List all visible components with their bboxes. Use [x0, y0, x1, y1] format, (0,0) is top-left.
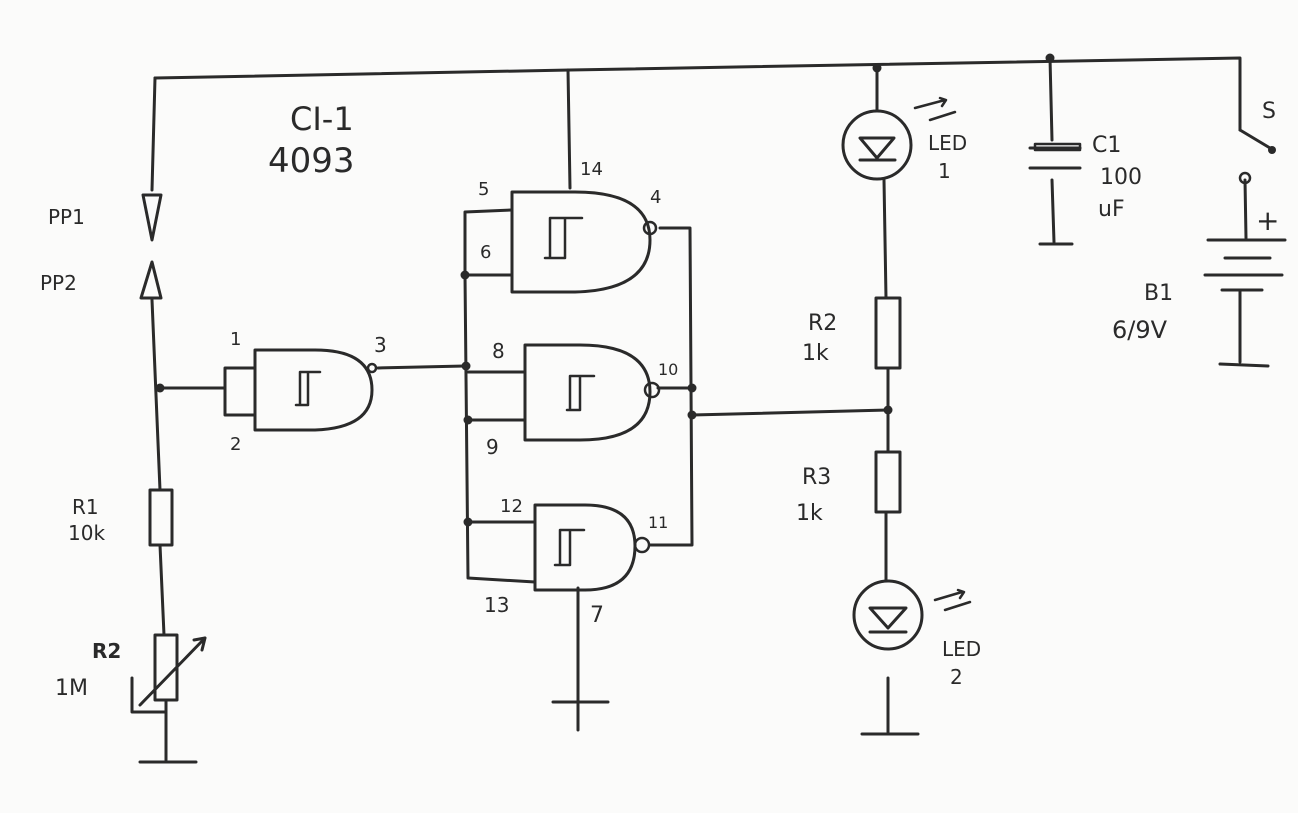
junction-dot [461, 361, 471, 371]
gate3-input-wire [466, 370, 527, 422]
r1-pot-wire [158, 543, 166, 637]
junction-dot [872, 63, 882, 73]
led2-name-label: LED [942, 637, 981, 661]
pin-label: 2 [230, 434, 241, 455]
led1-num-label: 1 [938, 159, 951, 183]
nand-gate-1 [253, 348, 378, 432]
pin-label: 4 [650, 187, 661, 208]
pp1-feed-wire [150, 76, 157, 192]
r1-value-label: 10k [68, 521, 105, 545]
pin14-wire [566, 68, 572, 190]
pin-label: 6 [480, 242, 491, 263]
pin-label: 12 [500, 496, 523, 517]
c1-feed-wire [1048, 56, 1054, 142]
pot-name-label: R2 [92, 639, 121, 663]
pin-label: 5 [478, 179, 489, 200]
junctions [155, 53, 1055, 527]
r2-name-label: R2 [808, 311, 837, 336]
gate1-output-wire [376, 364, 467, 370]
junction-dot [460, 270, 470, 280]
battery-b1 [1203, 238, 1287, 292]
capacitor-c1 [1028, 142, 1082, 170]
r1-name-label: R1 [72, 495, 99, 519]
gate1-input-tie [223, 366, 257, 417]
pin-label: 9 [486, 435, 499, 459]
pot-ground-wire [138, 698, 198, 764]
switch-s [1238, 128, 1276, 185]
nand-gate-3 [523, 343, 661, 442]
battery-plus-wire [1243, 178, 1248, 240]
resistor-r2 [874, 296, 902, 370]
nand-gate-4 [533, 503, 651, 592]
ic-part-label: 4093 [268, 141, 355, 181]
output-to-leds-wire [690, 408, 890, 417]
resistor-r1 [148, 488, 174, 547]
input-bus-wire [463, 273, 537, 584]
pin-label: 3 [374, 333, 387, 357]
r3-name-label: R3 [802, 465, 831, 490]
led2-ground-wire [860, 676, 920, 736]
pin-label: 13 [484, 593, 509, 617]
c1-unit-label: uF [1098, 197, 1125, 222]
ic-name-label: CI-1 [290, 100, 354, 138]
led1-name-label: LED [928, 131, 967, 155]
battery-minus-wire [1218, 288, 1270, 368]
pin7-ground-wire [551, 586, 610, 732]
junction-dot [687, 383, 697, 393]
led-1 [841, 96, 957, 181]
pin-label: 14 [580, 159, 603, 180]
pp2-r1-wire [150, 298, 162, 492]
battery-plus-label: + [1256, 204, 1279, 237]
pp1-label: PP1 [48, 205, 85, 229]
c1-name-label: C1 [1092, 133, 1121, 158]
pin-label: 1 [230, 329, 241, 350]
junction-dot [883, 405, 893, 415]
resistor-r3 [874, 450, 902, 514]
pot-value-label: 1M [55, 676, 88, 701]
r2-value-label: 1k [802, 341, 829, 366]
junction-dot [687, 410, 697, 420]
pin-label: 8 [492, 339, 505, 363]
potentiometer-r2 [138, 633, 207, 707]
junction-dot [463, 415, 473, 425]
junction-dot [1045, 53, 1055, 63]
junction-dot [155, 383, 165, 393]
probe-pp2 [139, 260, 163, 300]
pin-label: 10 [658, 360, 678, 379]
junction-dot [463, 517, 473, 527]
nand-gate-2 [510, 190, 658, 294]
probe-pp1 [141, 193, 163, 242]
positive-rail-wire [153, 56, 1242, 132]
r3-value-label: 1k [796, 501, 823, 526]
led2-num-label: 2 [950, 665, 963, 689]
led-2 [852, 579, 972, 651]
led1-r2-wire [882, 178, 888, 300]
battery-value-label: 6/9V [1112, 316, 1168, 344]
battery-name-label: B1 [1144, 281, 1173, 306]
pot-wiper-wire [130, 676, 168, 714]
c1-ground-wire [1038, 178, 1074, 246]
pp2-label: PP2 [40, 271, 77, 295]
switch-label: S [1262, 99, 1276, 124]
c1-value-label: 100 [1100, 165, 1142, 190]
pin-label: 7 [590, 603, 604, 628]
pin-label: 11 [648, 513, 668, 532]
